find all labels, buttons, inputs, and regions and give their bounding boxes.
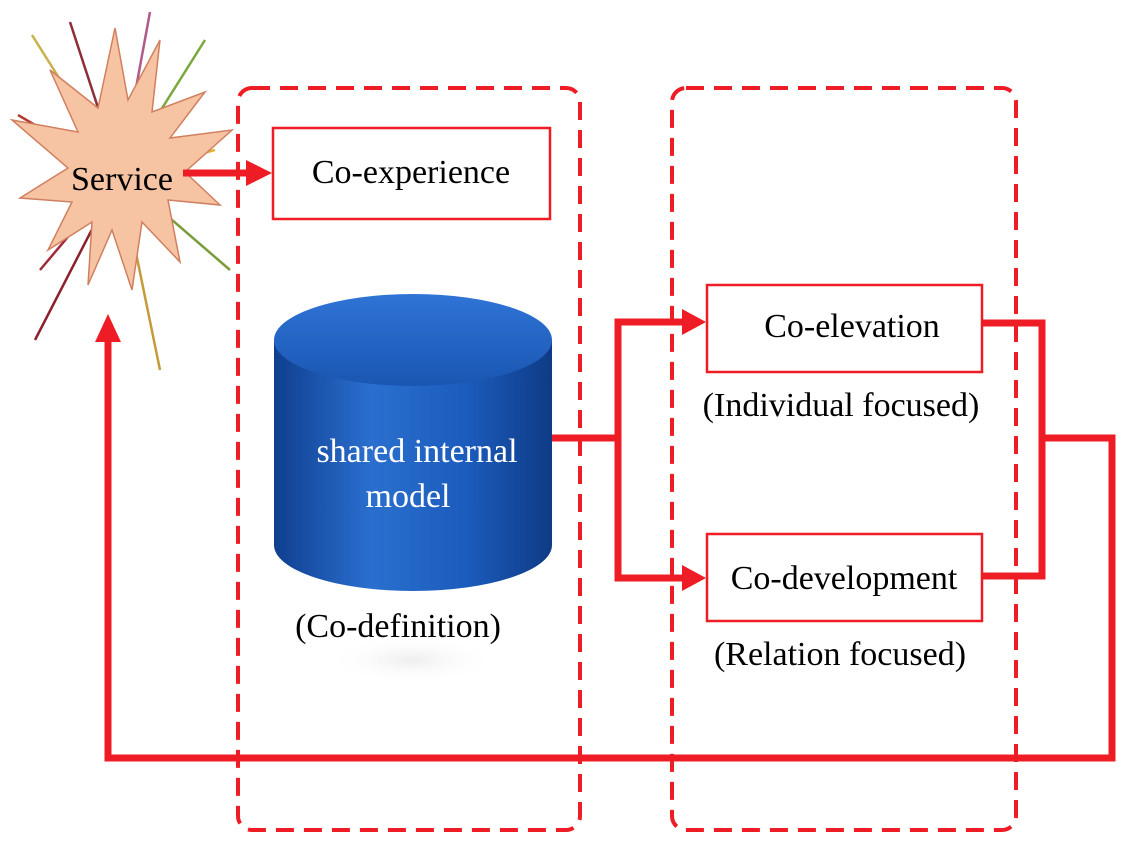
cylinder-label-line1: shared internal — [316, 433, 517, 470]
arrowhead-to-service — [95, 314, 121, 342]
co-development-box: Co-development — [705, 532, 984, 623]
relation-focused-label: (Relation focused) — [714, 636, 966, 673]
arrowhead-to-coelevation — [682, 309, 706, 335]
arrow-model-to-right — [552, 318, 684, 582]
shared-model-cylinder: shared internal model — [274, 294, 552, 685]
co-experience-box: Co-experience — [271, 126, 552, 221]
cylinder-top — [274, 294, 552, 386]
co-elevation-box: Co-elevation — [705, 283, 984, 374]
cylinder-body — [274, 340, 552, 591]
co-development-label: Co-development — [731, 560, 958, 597]
cylinder-label-line2: model — [366, 478, 451, 515]
arrow-service-to-coexperience — [183, 160, 272, 186]
feedback-loop — [104, 319, 1116, 762]
cylinder-shadow — [327, 635, 497, 685]
burst-shape — [9, 27, 235, 291]
individual-focused-label: (Individual focused) — [703, 387, 980, 424]
service-label: Service — [71, 161, 173, 198]
left-dashed-frame — [236, 86, 582, 832]
service-burst: Service — [9, 11, 235, 371]
co-experience-label: Co-experience — [312, 154, 510, 191]
right-dashed-frame — [670, 86, 1018, 832]
arrowhead-to-codevelopment — [682, 565, 706, 591]
co-definition-label: (Co-definition) — [295, 608, 501, 645]
co-elevation-label: Co-elevation — [764, 308, 940, 345]
